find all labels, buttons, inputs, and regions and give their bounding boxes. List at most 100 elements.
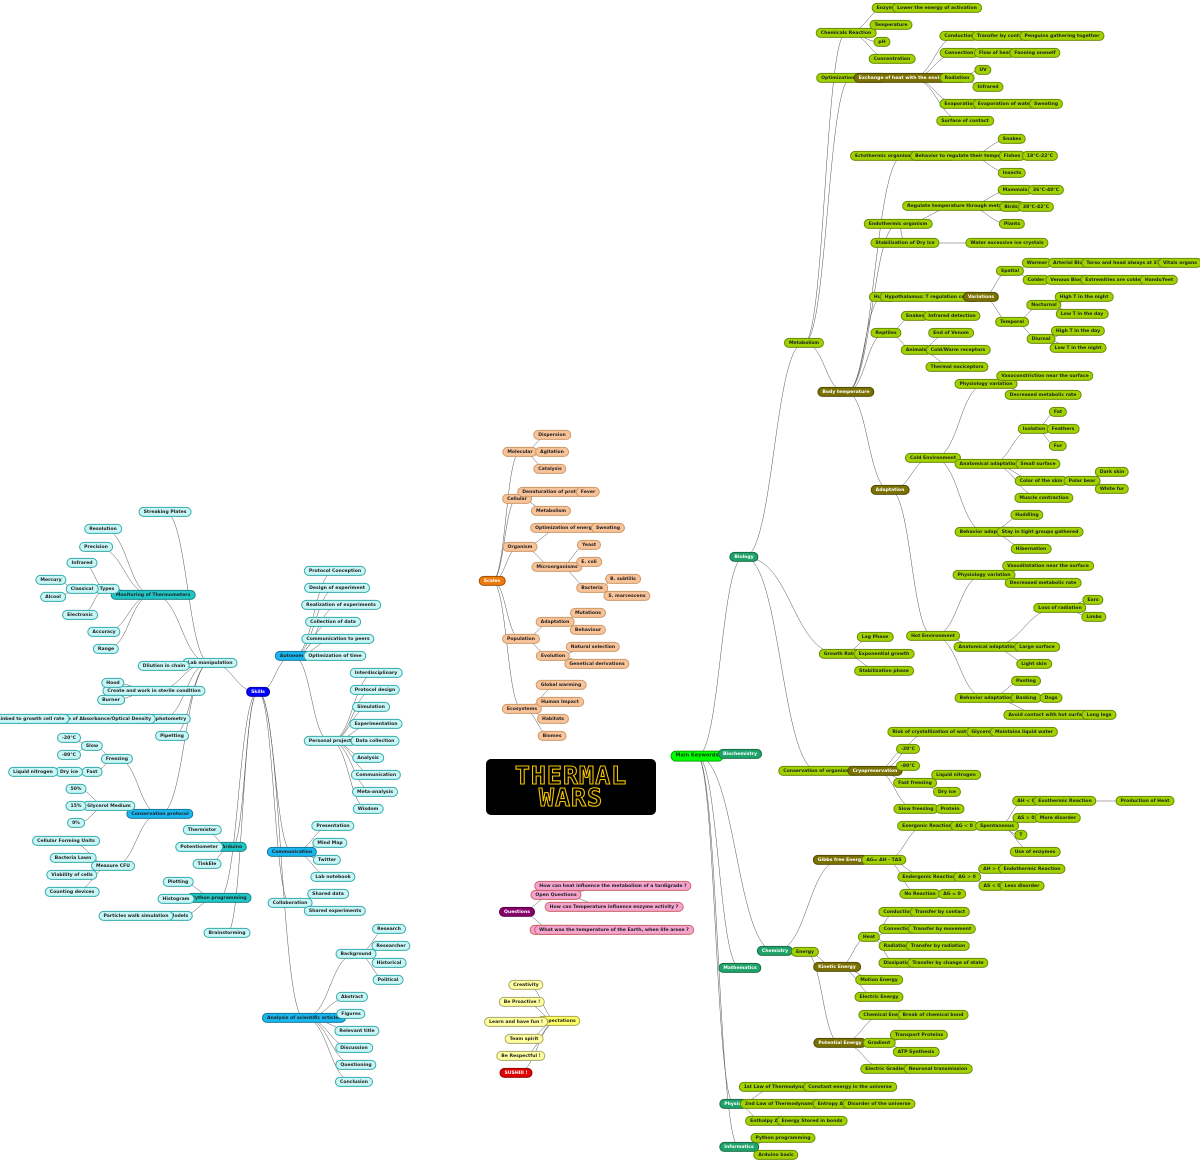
node-histogram[interactable]: Histogram [157, 893, 195, 905]
node-habitats[interactable]: Habitats [536, 713, 570, 725]
node-chemistry[interactable]: Chemistry [756, 945, 794, 957]
node-panting[interactable]: Panting [1011, 675, 1041, 687]
node-riskcryst[interactable]: Risk of crystallization of water [887, 726, 977, 738]
node-cfucount[interactable]: Cellular Forming Units [32, 835, 100, 847]
node-colorskin[interactable]: Color of the skin [1014, 475, 1068, 487]
node-fanning[interactable]: Fanning oneself [1009, 47, 1061, 59]
node-avoidcontact[interactable]: Avoid contact with hot surface [1003, 709, 1093, 721]
node-hotenv[interactable]: Hot Environment [906, 630, 960, 642]
node-designexp[interactable]: Design of experiment [304, 582, 370, 594]
node-measurecfu[interactable]: Measure CFU [90, 860, 136, 872]
node-hightday[interactable]: High T in the day [1050, 325, 1106, 337]
node-endofvenom[interactable]: End of Venom [928, 327, 974, 339]
node-experiment[interactable]: Experimentation [349, 718, 403, 730]
node-dg0[interactable]: ΔG = 0 [938, 888, 966, 900]
node-lossradiation[interactable]: Loss of radiation [1033, 602, 1087, 614]
node-smarcescens[interactable]: S. marcescens [603, 590, 651, 602]
node-m20b[interactable]: -20°C [57, 732, 81, 744]
node-plotting[interactable]: Plotting [162, 876, 194, 888]
node-genderiv[interactable]: Genetical derivations [564, 658, 630, 670]
node-variations[interactable]: Variations [962, 291, 1000, 303]
node-ecoli[interactable]: E. coli [576, 556, 602, 568]
node-basking[interactable]: Basking [1010, 692, 1042, 704]
node-presentation[interactable]: Presentation [311, 820, 355, 832]
node-spontaneous[interactable]: Spontaneous [975, 820, 1019, 832]
node-dggt0[interactable]: ΔG > 0 [953, 871, 981, 883]
node-figures[interactable]: Figures [336, 1008, 366, 1020]
node-evolution[interactable]: Evolution [535, 650, 571, 662]
node-countingdev[interactable]: Counting devices [44, 886, 100, 898]
node-electricenergy[interactable]: Electric Energy [854, 991, 904, 1003]
node-questioning[interactable]: Questioning [335, 1059, 377, 1071]
node-collab[interactable]: Collaboration [267, 897, 313, 909]
node-tinkle[interactable]: TinkEle [192, 858, 222, 870]
node-lowtnight[interactable]: Low T in the night [1049, 342, 1107, 354]
node-lowtday[interactable]: Low T in the day [1055, 308, 1109, 320]
node-energybonds[interactable]: Energy Stored in bonds [776, 1115, 848, 1127]
node-resolution[interactable]: Resolution [84, 523, 122, 535]
node-penguins[interactable]: Penguins gathering together [1019, 30, 1105, 42]
node-physvar2[interactable]: Physiology variation [952, 569, 1016, 581]
node-simulation[interactable]: Simulation [352, 701, 390, 713]
node-longlegs[interactable]: Long legs [1081, 709, 1117, 721]
node-surfacecontact[interactable]: Surface of contact [936, 115, 994, 127]
node-heat[interactable]: Heat [857, 931, 881, 943]
node-glycerolmed[interactable]: Glycerol Medium [82, 800, 136, 812]
node-electronic[interactable]: Electronic [62, 609, 98, 621]
node-spatial[interactable]: Spatial [995, 265, 1025, 277]
node-linkedgrowth[interactable]: Linked to growth cell rate [0, 713, 70, 725]
node-constenergy[interactable]: Constant energy in the universe [803, 1081, 897, 1093]
node-opttime[interactable]: Optimization of time [303, 650, 367, 662]
node-thermalnoci[interactable]: Thermal nociceptors [925, 361, 989, 373]
node-hibernation[interactable]: Hibernation [1010, 543, 1052, 555]
node-root[interactable]: Main Keywords [670, 750, 724, 762]
node-scales[interactable]: Scales [478, 575, 506, 587]
node-streakplates[interactable]: Streaking Plates [138, 506, 192, 518]
node-globalwarming[interactable]: Global warming [535, 679, 587, 691]
node-precision[interactable]: Precision [79, 541, 113, 553]
node-sushiii[interactable]: SUSHIII ! [499, 1067, 533, 1079]
node-convection[interactable]: Convection [939, 47, 979, 59]
node-monitortherm[interactable]: Monitoring of Thermometers [110, 589, 196, 601]
node-labmanip[interactable]: Lab manipulation [182, 657, 238, 669]
node-dilutionchain[interactable]: Dilution in chain [137, 660, 191, 672]
node-transcontact2[interactable]: Transfer by contact [909, 906, 971, 918]
node-microorg[interactable]: Microorganisms [531, 561, 583, 573]
node-population[interactable]: Population [502, 633, 540, 645]
node-evapwater[interactable]: Evaporation of water [972, 98, 1038, 110]
node-thermistor[interactable]: Thermistor [182, 824, 222, 836]
node-t3842[interactable]: 38°C-42°C [1017, 201, 1055, 213]
node-sweating2[interactable]: Sweating [590, 522, 626, 534]
node-potential[interactable]: Potential Energy [813, 1037, 867, 1049]
node-math[interactable]: Mathematics [718, 962, 762, 974]
node-polarbear[interactable]: Polar bear [1063, 475, 1101, 487]
node-t3640[interactable]: 36°C-40°C [1027, 184, 1065, 196]
node-optenergy2[interactable]: Optimization of energy [530, 522, 600, 534]
node-bsubtilis[interactable]: B. subtilis [605, 573, 641, 585]
node-metabolism[interactable]: Metabolism [783, 337, 825, 349]
node-concentration[interactable]: Concentration [868, 53, 916, 65]
node-plants[interactable]: Plants [998, 218, 1026, 230]
node-noreaction[interactable]: No Reaction [899, 888, 941, 900]
node-gradient[interactable]: Gradient [862, 1037, 896, 1049]
node-agitation[interactable]: Agitation [535, 446, 569, 458]
node-informatics[interactable]: Informatics [719, 1141, 759, 1153]
node-physadapt[interactable]: Physiology variation [954, 378, 1018, 390]
node-bodytemp[interactable]: Body temperature [817, 386, 875, 398]
node-skills[interactable]: Skills [246, 686, 270, 698]
node-yeast[interactable]: Yeast [576, 539, 602, 551]
node-fast[interactable]: Fast [81, 766, 103, 778]
node-nocturnal[interactable]: Nocturnal [1026, 299, 1062, 311]
node-infrared2[interactable]: Infrared [66, 557, 98, 569]
node-ears[interactable]: Ears [1082, 594, 1104, 606]
node-extremities[interactable]: Extremities are colder [1080, 274, 1148, 286]
node-mutations[interactable]: Mutations [569, 607, 607, 619]
node-realexp[interactable]: Realization of experiments [301, 599, 381, 611]
node-decmetabolic[interactable]: Decreased metabolic rate [1004, 389, 1082, 401]
node-dglt0[interactable]: ΔG < 0 [950, 820, 978, 832]
node-tightgroups[interactable]: Stay in tight groups gathered [996, 526, 1084, 538]
node-m20[interactable]: -20°C [896, 743, 920, 755]
node-fur[interactable]: Fur [1048, 440, 1068, 452]
node-protdesign[interactable]: Protocol design [349, 684, 401, 696]
node-kinetic[interactable]: Kinetic Energy [813, 961, 861, 973]
